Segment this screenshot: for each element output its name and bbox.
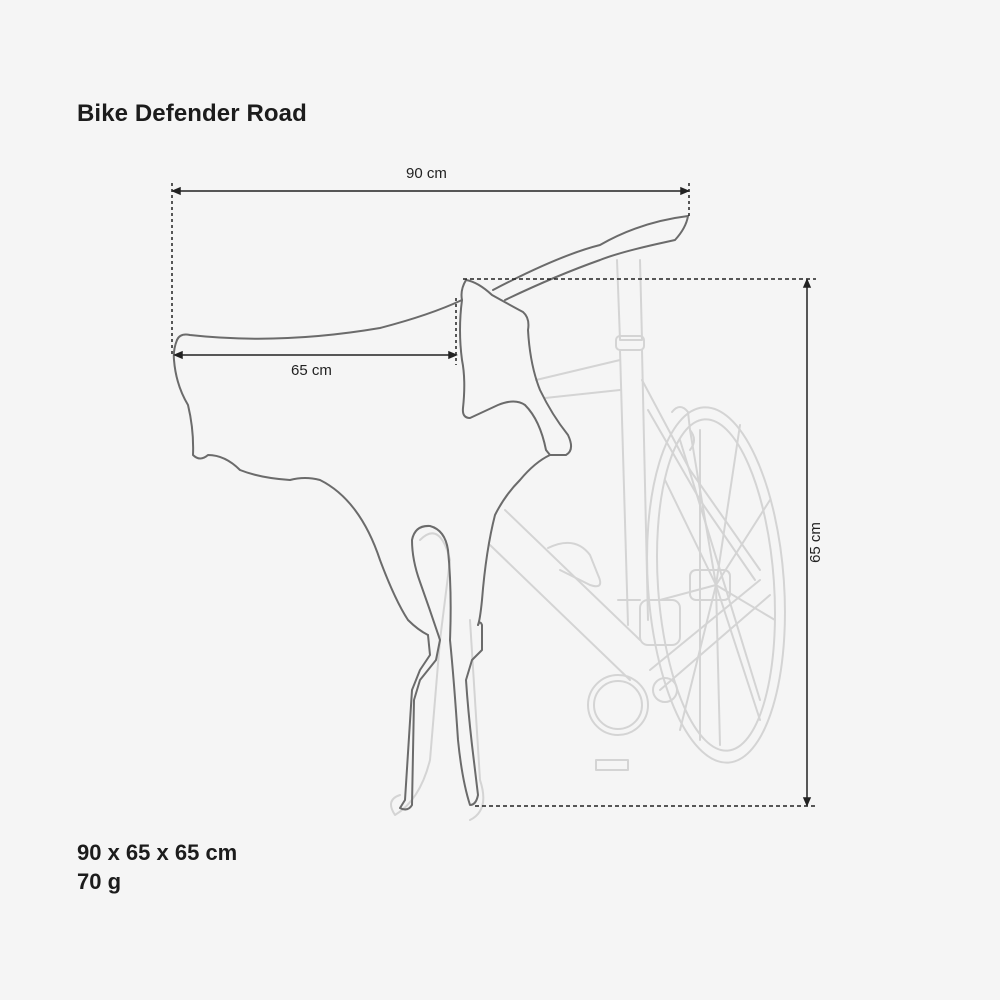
length-dimension-label: 90 cm	[406, 165, 447, 182]
inner-length-dimension-label: 65 cm	[291, 362, 332, 379]
dimension-lines	[171, 183, 816, 807]
specs-block: 90 x 65 x 65 cm 70 g	[77, 838, 237, 896]
height-dimension-label: 65 cm	[806, 522, 824, 563]
size-spec: 90 x 65 x 65 cm	[77, 840, 238, 865]
weight-spec: 70 g	[77, 869, 122, 894]
fender-outline	[172, 215, 689, 811]
product-title: Bike Defender Road	[77, 100, 307, 127]
bicycle-illustration	[390, 259, 786, 821]
